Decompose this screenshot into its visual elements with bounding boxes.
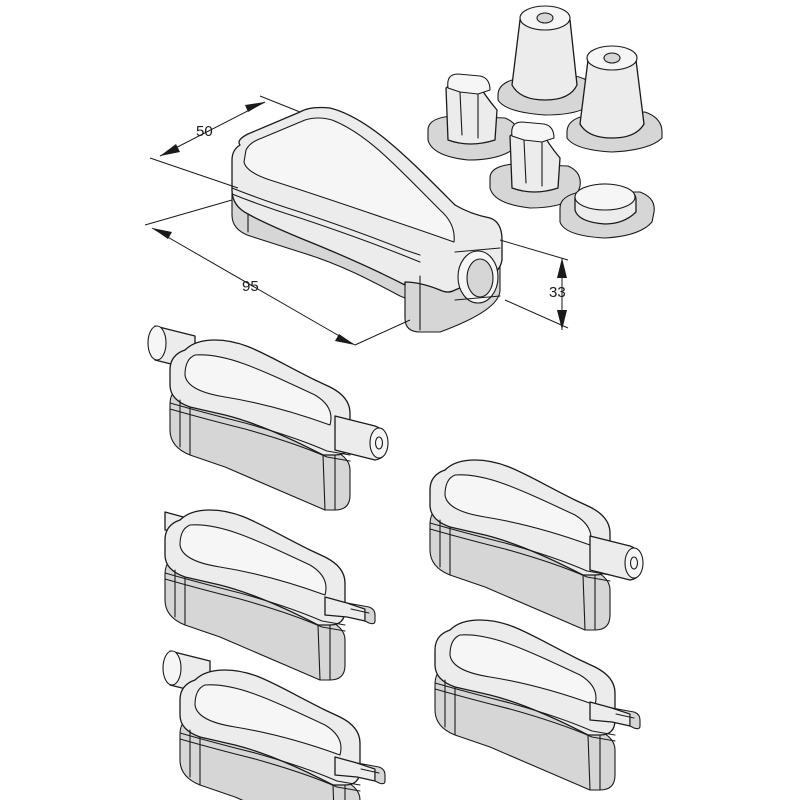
accessory-parts: [427, 5, 663, 239]
blanking-plug: [559, 183, 655, 239]
dimension-lines: [144, 95, 569, 346]
sleeve-cap-2: [566, 45, 663, 153]
blade-insert-1: [427, 73, 519, 161]
dimension-labels: 50 95 33: [196, 123, 566, 301]
dimension-height-label: 33: [549, 284, 566, 301]
dimension-length-label: 95: [242, 278, 259, 295]
main-junction-box: [231, 106, 503, 333]
variant-box-spout-blade: [162, 650, 386, 805]
blade-insert-2: [489, 121, 581, 209]
variant-box-closed-blade: [434, 619, 641, 791]
variant-box-spout-spout: [147, 325, 389, 511]
variant-box-closed-spout: [429, 459, 644, 631]
variant-box-blade-blade: [164, 509, 376, 681]
dimension-depth-label: 50: [196, 123, 213, 140]
sleeve-cap-1: [497, 5, 596, 116]
